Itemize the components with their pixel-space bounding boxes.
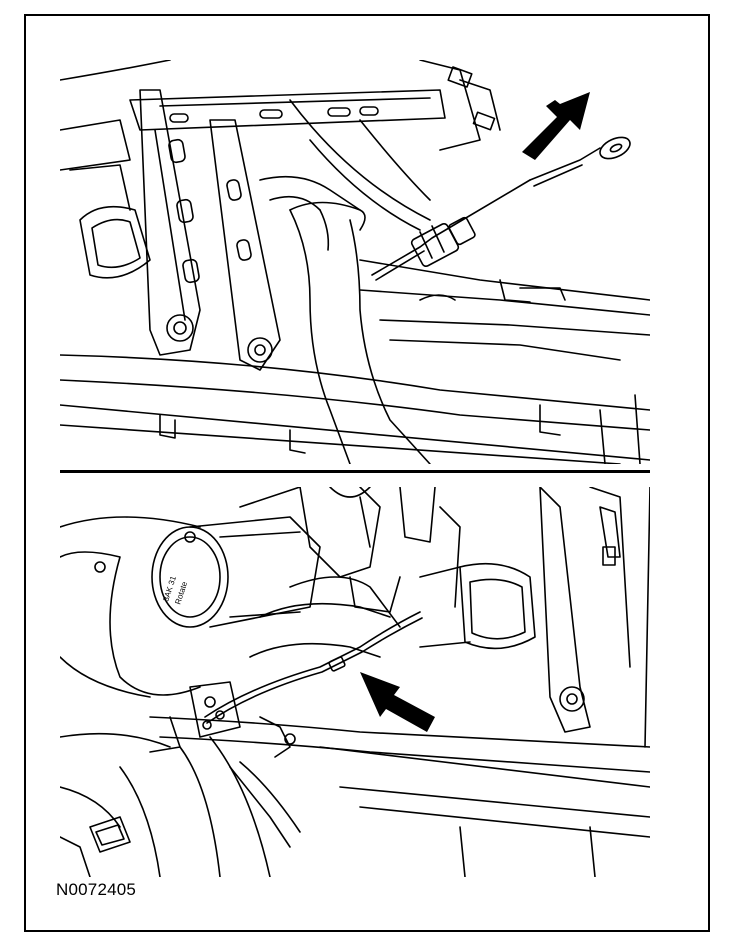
cable-clip [328,656,346,672]
right-support-arm-bottom [539,487,591,733]
shift-cable-bottom [204,611,421,718]
left-support-arm [139,89,201,356]
lower-bracket [189,681,241,738]
cable-eyelet [599,136,631,160]
left-duct [79,205,151,279]
pointer-arrow-top [522,92,590,160]
upper-crossbar [129,89,446,131]
bottom-illustration-panel: 3AK 31 Rotate [60,487,650,877]
top-illustration-panel [60,60,650,464]
hose-left-edge [289,209,351,464]
hose-upper-edge [259,602,391,618]
right-duct [459,562,536,650]
right-support-arm [209,119,281,371]
top-illustration [60,60,650,464]
panel-divider [60,470,650,473]
shift-cable [371,179,531,276]
figure-frame [24,14,710,932]
pointer-arrow-bottom [360,672,435,732]
floor-slot [89,816,131,853]
floor-rail-1 [60,354,650,411]
figure-id-label: N0072405 [56,880,137,899]
hose-right-edge [349,219,431,464]
bottom-illustration: 3AK 31 Rotate [60,487,650,877]
